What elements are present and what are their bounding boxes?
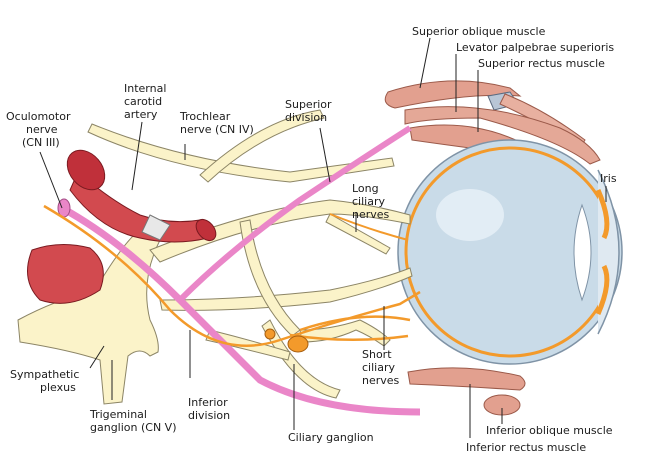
oculomotor-nerve — [57, 125, 421, 416]
iris — [595, 188, 610, 316]
label-long-ciliary-1: Long — [352, 182, 379, 195]
inferior-rectus-muscle — [407, 367, 526, 391]
label-superior-oblique: Superior oblique muscle — [412, 25, 546, 38]
label-inferior-rectus: Inferior rectus muscle — [466, 441, 586, 454]
label-oculomotor-1: Oculomotor — [6, 110, 71, 123]
ciliary-ganglion — [264, 328, 309, 353]
label-oculomotor-3: (CN III) — [22, 136, 60, 149]
internal-carotid-artery — [27, 149, 217, 304]
label-trigeminal-1: Trigeminal — [89, 408, 147, 421]
label-inferior-division-1: Inferior — [188, 396, 228, 409]
label-superior-rectus: Superior rectus muscle — [478, 57, 605, 70]
levator-palpebrae-muscle — [404, 106, 601, 165]
eyeball — [397, 139, 623, 365]
label-trochlear-2: nerve (CN IV) — [180, 123, 254, 136]
label-superior-division-1: Superior — [285, 98, 332, 111]
trochlear-nerve — [87, 123, 395, 183]
label-long-ciliary-3: nerves — [352, 208, 390, 221]
label-superior-division-2: division — [285, 111, 327, 124]
label-iris: Iris — [600, 172, 617, 185]
label-levator: Levator palpebrae superioris — [456, 41, 614, 54]
label-short-ciliary-3: nerves — [362, 374, 400, 387]
label-inferior-oblique: Inferior oblique muscle — [486, 424, 613, 437]
label-ciliary-ganglion: Ciliary ganglion — [288, 431, 374, 444]
label-sympathetic-1: Sympathetic — [10, 368, 79, 381]
label-short-ciliary-2: ciliary — [362, 361, 395, 374]
label-internal-carotid-1: Internal — [124, 82, 166, 95]
label-oculomotor-2: nerve — [26, 123, 58, 136]
label-trochlear-1: Trochlear — [179, 110, 231, 123]
label-long-ciliary-2: ciliary — [352, 195, 385, 208]
leader-lines — [39, 37, 607, 438]
label-sympathetic-2: plexus — [40, 381, 76, 394]
label-short-ciliary-1: Short — [362, 348, 392, 361]
label-trigeminal-2: ganglion (CN V) — [90, 421, 177, 434]
sympathetic-plexus — [141, 214, 171, 241]
label-inferior-division-2: division — [188, 409, 230, 422]
parasympathetic-fibers — [43, 204, 421, 347]
label-internal-carotid-2: carotid — [124, 95, 162, 108]
label-internal-carotid-3: artery — [124, 108, 158, 121]
